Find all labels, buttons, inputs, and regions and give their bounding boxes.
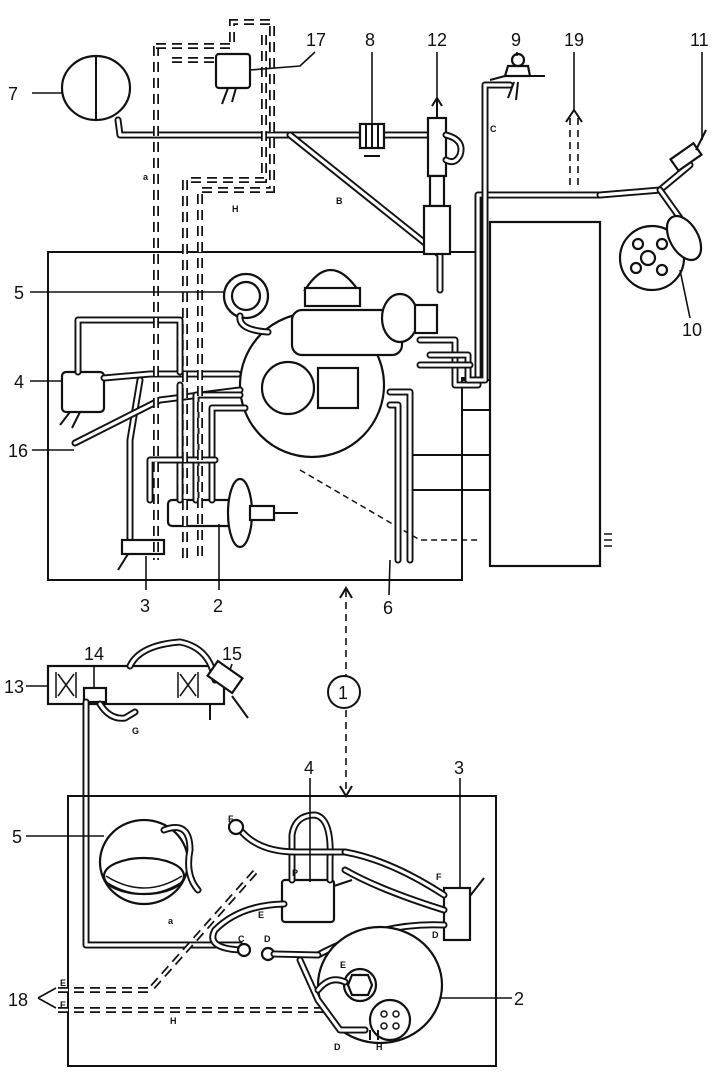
callout-8: 8 (365, 30, 375, 50)
hose-letter-e2: E (340, 960, 346, 970)
vacuum-tank-7 (60, 54, 132, 122)
distributor-2-bottom (236, 925, 444, 1045)
callout-1-group: 1 (327, 586, 361, 798)
callout-4: 4 (14, 372, 24, 392)
hose-letter-h2: H (170, 1016, 177, 1026)
hose-letter-c: C (490, 124, 497, 134)
valve-12 (422, 96, 465, 256)
hose-bundle-6 (386, 388, 414, 564)
callout-5: 5 (14, 283, 24, 303)
callout-4-bottom: 4 (304, 758, 314, 778)
hose-letter-p: P (292, 868, 298, 878)
callout-14: 14 (84, 644, 104, 664)
callout-3: 3 (140, 596, 150, 616)
hose-letter-g: G (132, 726, 139, 736)
callout-17: 17 (306, 30, 326, 50)
callout-5-bottom: 5 (12, 827, 22, 847)
vacuum-reservoir-ring (222, 272, 272, 336)
callout-3-bottom: 3 (454, 758, 464, 778)
hose-letter-d2: D (264, 934, 271, 944)
hose-letter-f2: F (436, 872, 442, 882)
hose-letter-d1: D (432, 930, 439, 940)
callout-6: 6 (383, 598, 393, 618)
callout-15: 15 (222, 644, 242, 664)
hose-letter-a: a (143, 172, 149, 182)
hose-letter-a2: a (168, 916, 174, 926)
hose-letter-b: B (336, 196, 343, 206)
callout-labels: 7 17 8 12 9 19 11 10 5 4 16 3 2 6 13 14 … (4, 30, 709, 1010)
hose-letter-c2: C (238, 934, 245, 944)
hose-letter-f1: F (228, 814, 234, 824)
callout-9: 9 (511, 30, 521, 50)
hose-letter-h: H (232, 204, 239, 214)
hose-letter-d3: D (334, 1042, 341, 1052)
callout-19: 19 (564, 30, 584, 50)
thermo-valve-4-bottom (209, 811, 353, 954)
pump-10 (596, 129, 707, 292)
hose-letter-e1: E (258, 910, 264, 920)
callout-2: 2 (213, 596, 223, 616)
callout-16: 16 (8, 441, 28, 461)
thermo-valve-4 (59, 316, 242, 544)
hose-letter-h3: H (376, 1042, 383, 1052)
engine-top-view: a H B C (47, 19, 707, 581)
filter-8 (358, 122, 386, 157)
callout-12: 12 (427, 30, 447, 50)
intake-detail: G (46, 638, 249, 949)
callout-10: 10 (682, 320, 702, 340)
callout-18: 18 (8, 990, 28, 1010)
vacuum-booster-5 (98, 818, 202, 906)
callout-13: 13 (4, 677, 24, 697)
callout-7: 7 (8, 84, 18, 104)
engine-block-right (488, 220, 602, 568)
carburetor (238, 268, 439, 459)
callout-1: 1 (338, 683, 348, 703)
hose-letter-e3: E (60, 978, 66, 988)
vacuum-line-19 (565, 108, 583, 188)
solenoid-17 (153, 19, 275, 560)
callout-2-bottom: 2 (514, 989, 524, 1009)
valve-9 (489, 52, 545, 101)
hose-letter-e4: E (60, 1000, 66, 1010)
leader-lines (26, 51, 703, 1009)
callout-11: 11 (690, 30, 709, 50)
bottom-view: F F P E D a C D E E E H D H (58, 795, 497, 1067)
